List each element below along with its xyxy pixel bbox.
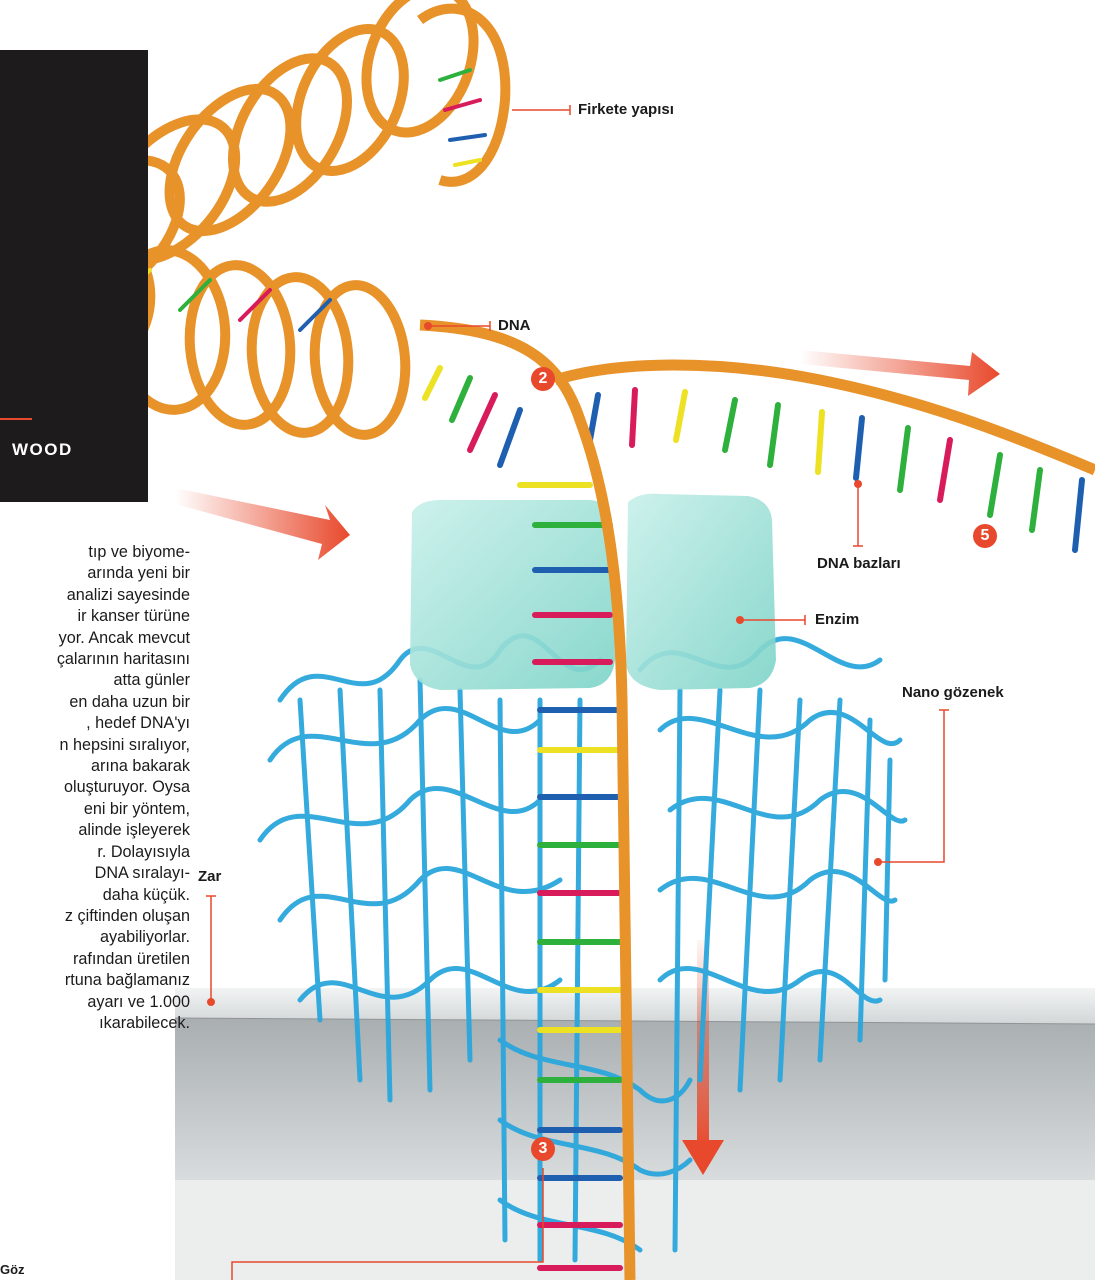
article-line: , hedef DNA'yı <box>0 713 190 734</box>
article-line: ıkarabilecek. <box>0 1013 190 1034</box>
label-membrane: Zar <box>198 868 221 885</box>
article-line: oluşturuyor. Oysa <box>0 777 190 798</box>
article-line: r. Dolayısıyla <box>0 842 190 863</box>
step-badge-3: 3 <box>531 1137 555 1161</box>
author-box <box>0 50 148 502</box>
article-line: n hepsini sıralıyor, <box>0 735 190 756</box>
label-bottom-fragment: Göz <box>0 1262 25 1277</box>
article-line: rtuna bağlamanız <box>0 970 190 991</box>
author-rule <box>0 418 32 420</box>
author-name: WOOD <box>12 440 73 460</box>
article-line: ayarı ve 1.000 <box>0 992 190 1013</box>
article-line: alinde işleyerek <box>0 820 190 841</box>
article-line: eni bir yöntem, <box>0 799 190 820</box>
label-dna: DNA <box>498 317 531 334</box>
membrane <box>175 988 1095 1280</box>
step-badge-2: 2 <box>531 367 555 391</box>
article-line: ir kanser türüne <box>0 606 190 627</box>
label-nanopore: Nano gözenek <box>902 684 1004 701</box>
article-line: çalarının haritasını <box>0 649 190 670</box>
step-badge-5: 5 <box>973 524 997 548</box>
article-line: rafından üretilen <box>0 949 190 970</box>
article-line: atta günler <box>0 670 190 691</box>
article-text: tıp ve biyome- arında yeni bir analizi s… <box>0 542 190 1034</box>
article-line: en daha uzun bir <box>0 692 190 713</box>
article-line: analizi sayesinde <box>0 585 190 606</box>
label-dna-bases: DNA bazları <box>817 555 901 572</box>
article-line: DNA sıralayı- <box>0 863 190 884</box>
article-line: z çiftinden oluşan <box>0 906 190 927</box>
label-firkete: Firkete yapısı <box>578 101 674 118</box>
label-enzyme: Enzim <box>815 611 859 628</box>
article-line: arında yeni bir <box>0 563 190 584</box>
article-line: arına bakarak <box>0 756 190 777</box>
article-line: yor. Ancak mevcut <box>0 628 190 649</box>
article-line: ayabiliyorlar. <box>0 927 190 948</box>
article-line: tıp ve biyome- <box>0 542 190 563</box>
article-line: daha küçük. <box>0 885 190 906</box>
